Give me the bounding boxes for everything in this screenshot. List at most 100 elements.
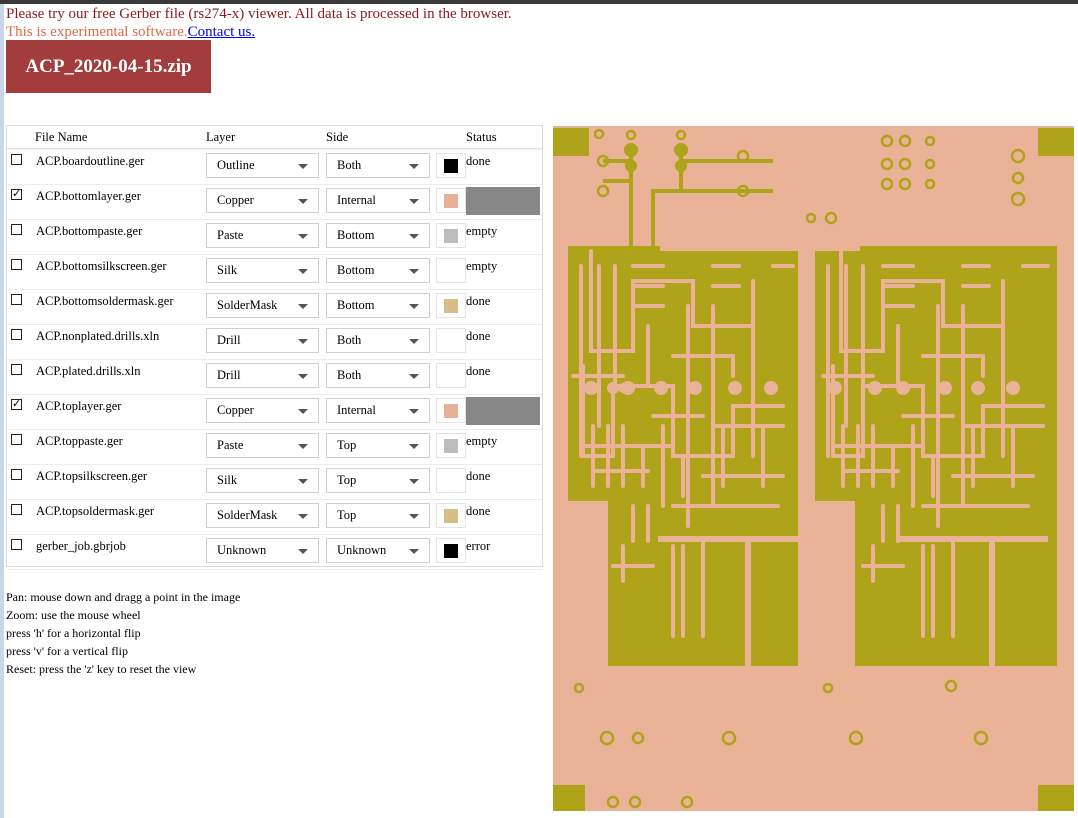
row-checkbox[interactable]: ✓ [11, 187, 22, 200]
file-name: ACP.bottomlayer.ger [36, 189, 141, 203]
experimental-note: This is experimental software. [6, 24, 188, 40]
row-checkbox[interactable] [11, 224, 22, 235]
header-side[interactable]: Side [326, 130, 349, 144]
chevron-down-icon [409, 304, 419, 309]
header-layer[interactable]: Layer [206, 130, 236, 144]
layer-select-value: Drill [217, 333, 241, 347]
color-swatch [444, 159, 458, 173]
row-checkbox[interactable] [11, 434, 22, 445]
color-picker[interactable] [436, 153, 466, 178]
color-picker[interactable] [436, 293, 466, 318]
chevron-down-icon [409, 234, 419, 239]
layer-select[interactable]: SolderMask [206, 293, 319, 318]
side-select[interactable]: Both [326, 153, 430, 178]
layer-select[interactable]: SolderMask [206, 503, 319, 528]
color-picker[interactable] [436, 328, 466, 353]
side-select[interactable]: Unknown [326, 538, 430, 563]
color-swatch [444, 544, 458, 558]
layer-select-value: Paste [217, 228, 244, 242]
chevron-down-icon [298, 409, 308, 414]
row-checkbox[interactable] [11, 539, 22, 550]
side-select[interactable]: Both [326, 363, 430, 388]
pour-cutouts [568, 239, 1048, 674]
side-select-value: Bottom [337, 263, 375, 277]
status-text: done [466, 504, 491, 518]
header-file-name[interactable]: File Name [35, 130, 88, 144]
file-name: gerber_job.gbrjob [36, 539, 126, 553]
layer-select[interactable]: Paste [206, 433, 319, 458]
status-text: done [466, 329, 491, 343]
help-line: Zoom: use the mouse wheel [6, 608, 141, 622]
layer-select-value: Silk [217, 473, 238, 487]
chevron-down-icon [298, 199, 308, 204]
status-text: error [466, 539, 491, 553]
zip-file-button[interactable]: ACP_2020-04-15.zip [6, 40, 211, 93]
layer-select[interactable]: Outline [206, 153, 319, 178]
chevron-down-icon [409, 479, 419, 484]
intro-line-2: This is experimental software.Contact us… [6, 23, 512, 41]
side-select[interactable]: Top [326, 503, 430, 528]
row-checkbox[interactable] [11, 154, 22, 165]
contact-link[interactable]: Contact us. [187, 24, 256, 40]
color-picker[interactable] [436, 468, 466, 493]
chevron-down-icon [298, 234, 308, 239]
side-select-value: Bottom [337, 298, 375, 312]
color-picker[interactable] [436, 223, 466, 248]
chevron-down-icon [298, 304, 308, 309]
layer-select[interactable]: Copper [206, 398, 319, 423]
row-checkbox[interactable] [11, 294, 22, 305]
color-picker[interactable] [436, 363, 466, 388]
help-line: press 'h' for a horizontal flip [6, 626, 141, 640]
layer-select-value: SolderMask [217, 298, 278, 312]
layer-select[interactable]: Paste [206, 223, 319, 248]
table-row: ✓ ACP.bottomlayer.ger Copper Internal [7, 184, 542, 220]
side-select[interactable]: Bottom [326, 258, 430, 283]
side-select-value: Internal [337, 193, 376, 207]
layer-select[interactable]: Copper [206, 188, 319, 213]
layer-select[interactable]: Drill [206, 328, 319, 353]
gerber-board-view[interactable] [553, 126, 1074, 811]
color-picker[interactable] [436, 188, 466, 213]
row-checkbox[interactable] [11, 364, 22, 375]
layer-select[interactable]: Silk [206, 258, 319, 283]
pour-pads [584, 381, 1020, 395]
side-select[interactable]: Top [326, 468, 430, 493]
layer-select-value: Unknown [217, 543, 267, 557]
row-checkbox[interactable] [11, 329, 22, 340]
side-select[interactable]: Bottom [326, 223, 430, 248]
color-swatch [444, 299, 458, 313]
side-select[interactable]: Both [326, 328, 430, 353]
color-picker[interactable] [436, 398, 466, 423]
layer-select[interactable]: Drill [206, 363, 319, 388]
side-select[interactable]: Bottom [326, 293, 430, 318]
layer-select-value: Drill [217, 368, 241, 382]
chevron-down-icon [409, 374, 419, 379]
top-pads [624, 143, 688, 172]
chevron-down-icon [298, 374, 308, 379]
side-select[interactable]: Top [326, 433, 430, 458]
row-checkbox[interactable] [11, 469, 22, 480]
side-select[interactable]: Internal [326, 188, 430, 213]
help-line: press 'v' for a vertical flip [6, 644, 128, 658]
board-svg[interactable] [553, 126, 1074, 811]
row-checkbox[interactable]: ✓ [11, 397, 22, 410]
color-swatch [444, 194, 458, 208]
row-checkbox[interactable] [11, 259, 22, 270]
color-picker[interactable] [436, 503, 466, 528]
header-status[interactable]: Status [466, 130, 497, 144]
side-select[interactable]: Internal [326, 398, 430, 423]
color-picker[interactable] [436, 258, 466, 283]
layer-select[interactable]: Silk [206, 468, 319, 493]
color-picker[interactable] [436, 538, 466, 563]
layer-select[interactable]: Unknown [206, 538, 319, 563]
file-name: ACP.boardoutline.ger [36, 154, 145, 168]
color-picker[interactable] [436, 433, 466, 458]
row-checkbox[interactable] [11, 504, 22, 515]
chevron-down-icon [409, 199, 419, 204]
layer-select-value: Outline [217, 158, 255, 172]
